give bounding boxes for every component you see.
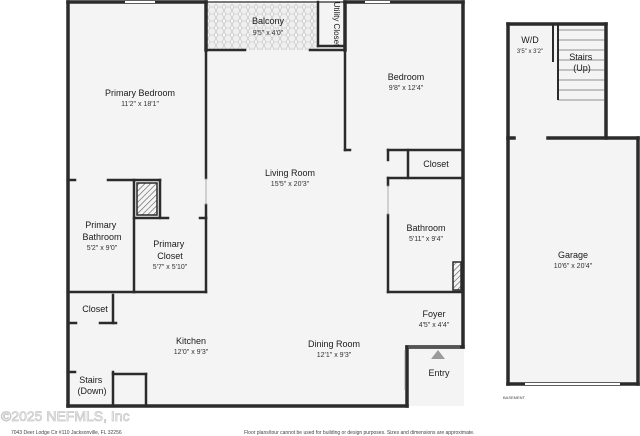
bathroom-label: Bathroom [406,223,445,233]
primary-bathroom-label-line2: Bathroom [82,232,121,242]
primary-bedroom-label: Primary Bedroom [105,88,175,98]
balcony-dims: 9'5" x 4'0" [253,30,284,37]
dining-room-label: Dining Room [308,339,360,349]
address-text: 7043 Deer Lodge Cir #110 Jacksonville, F… [11,430,122,436]
room-labels: Balcony 9'5" x 4'0" Utility Closet Prima… [77,2,595,396]
stairs-up-treads [558,29,604,101]
closet-left-label: Closet [82,304,108,314]
bathroom-dims: 5'11" x 9'4" [409,236,443,243]
living-room-dims: 15'5" x 20'3" [271,181,310,188]
footer: ©2025 NEFMLS, Inc 7043 Deer Lodge Cir #1… [1,395,526,436]
bedroom-dims: 9'8" x 12'4" [389,85,424,92]
disclaimer-text: Floor plans/tour cannot be used for buil… [244,430,474,436]
stairs-down-label-line2: (Down) [77,386,106,396]
stairs-down-label: Stairs (Down) [77,375,106,396]
primary-closet-label-line2: Closet [157,251,183,261]
closet-right-label: Closet [423,159,449,169]
primary-bathroom-dims: 5'2" x 9'0" [87,245,118,252]
garage-unit [506,22,640,386]
wd-dims: 3'5" x 3'2" [517,49,543,55]
balcony-floor [206,4,318,50]
garage-label: Garage [558,250,588,260]
primary-bathroom-fixture [136,182,158,216]
entry-marker [431,350,445,359]
dining-room-dims: 12'1" x 9'3" [317,352,352,359]
basement-label: BASEMENT [503,395,526,400]
entry-label: Entry [428,368,450,378]
bedroom-label: Bedroom [388,72,425,82]
foyer-label: Foyer [422,309,445,319]
primary-bedroom-dims: 11'2" x 18'1" [121,101,159,108]
main-unit [66,0,465,408]
stairs-up-label-line2: (Up) [573,63,591,73]
utility-closet-label: Utility Closet [332,2,341,47]
living-room-label: Living Room [265,168,315,178]
primary-closet-label-line1: Primary [153,239,184,249]
kitchen-label: Kitchen [176,336,206,346]
kitchen-dims: 12'0" x 9'3" [174,349,209,356]
primary-closet-label: Primary Closet [153,239,187,261]
stairs-down-label-line1: Stairs [79,375,103,385]
foyer-dims: 4'5" x 4'4" [419,322,450,329]
primary-bathroom-label-line1: Primary [85,220,116,230]
balcony-label: Balcony [252,16,285,26]
primary-bathroom-label: Primary Bathroom [82,220,121,242]
watermark: ©2025 NEFMLS, Inc [1,408,130,424]
wd-label: W/D [521,35,539,45]
primary-closet-dims: 5'7" x 5'10" [153,264,188,271]
stairs-up-label-line1: Stairs [569,52,593,62]
stairs-up-label: Stairs (Up) [569,52,595,73]
garage-dims: 10'6" x 20'4" [554,263,593,270]
bathroom-fixture [452,261,462,291]
